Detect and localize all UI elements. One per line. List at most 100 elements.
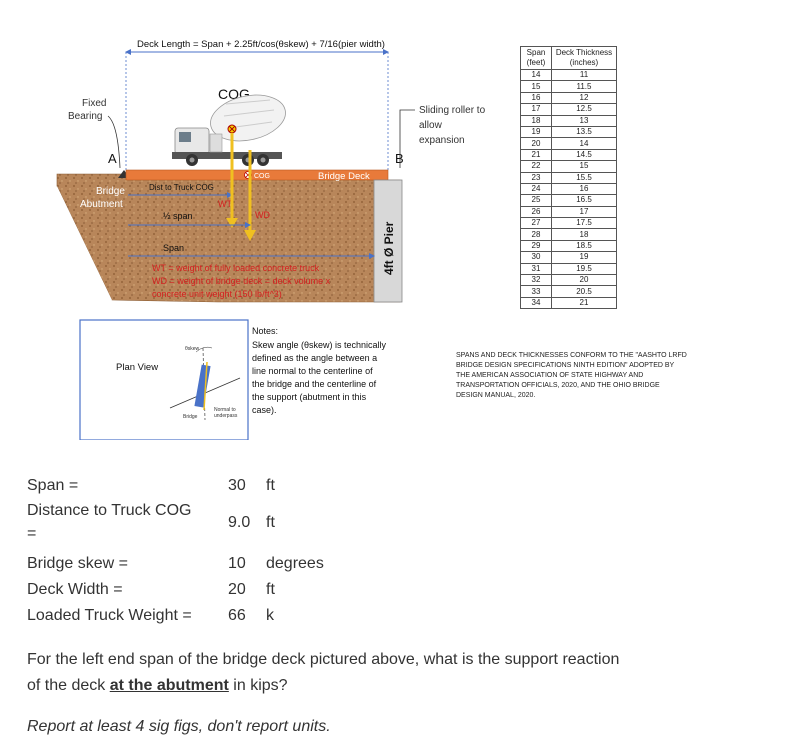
given-dist-unit: ft [266,514,275,531]
given-truck-unit: k [266,607,274,624]
given-dist-label: Distance to Truck COG [27,502,192,519]
thickness-cell: 14.5 [551,148,617,162]
span-cell: 18 [520,114,552,127]
span-label: Span [163,243,184,253]
wd-label: WD [255,210,270,220]
bridge-abutment-label: Bridge [96,186,125,197]
given-truck-label: Loaded Truck Weight = [27,607,192,624]
span-cell: 34 [520,296,552,310]
span-cell: 28 [520,228,552,241]
thickness-cell: 15 [551,160,617,173]
thickness-cell: 18.5 [551,239,617,253]
table-header-thickness: Deck Thickness (inches) [551,46,617,70]
span-cell: 27 [520,217,552,230]
span-cell: 19 [520,125,552,139]
span-cell: 29 [520,239,552,253]
thickness-cell: 15.5 [551,171,617,184]
table-footnote: SPANS AND DECK THICKNESSES CONFORM TO TH… [456,352,687,399]
given-truck-value: 66 [228,607,246,624]
thickness-cell: 20 [551,274,617,287]
pier-column [373,179,403,303]
span-cell: 30 [520,251,552,264]
plan-theta-arc [195,346,213,353]
given-skew-value: 10 [228,555,246,572]
point-b-label: B [395,151,404,166]
span-cell: 24 [520,182,552,196]
span-cell: 17 [520,103,552,116]
span-cell: 15 [520,80,552,93]
thickness-cell: 13.5 [551,125,617,139]
question-line-2: of the deck at the abutment in kips? [27,677,288,694]
span-cell: 23 [520,171,552,184]
bridge-deck-label: Bridge Deck [318,171,370,182]
plan-normal-label: Normal to underpass [214,407,238,419]
thickness-cell: 19 [551,251,617,264]
table-header-span: Span (feet) [520,46,552,70]
given-width-label: Deck Width = [27,581,123,598]
plan-bridge-label: Bridge [183,414,198,420]
thickness-cell: 16.5 [551,194,617,207]
given-skew-unit: degrees [266,555,324,572]
span-cell: 31 [520,262,552,276]
thickness-cell: 19.5 [551,262,617,276]
thickness-cell: 17.5 [551,217,617,230]
given-skew-label: Bridge skew = [27,555,128,572]
thickness-cell: 20.5 [551,285,617,298]
thickness-cell: 11 [551,68,617,82]
question-text: For the left end span of the bridge deck… [27,647,787,699]
thickness-cell: 17 [551,205,617,219]
thickness-cell: 12.5 [551,103,617,116]
dist-to-truck-cog-label: Dist to Truck COG [149,183,214,192]
plan-theta-label: θskew [185,346,200,352]
bridge-abutment-label-2: Abutment [80,199,123,210]
thickness-cell: 16 [551,182,617,196]
given-dist-eq: = [27,525,37,542]
sliding-roller-leader [399,109,415,168]
span-cell: 20 [520,137,552,150]
pier-label: 4ft Ø Pier [382,221,396,275]
question-emphasis: at the abutment [109,677,229,694]
deck-length-formula: Deck Length = Span + 2.25ft/cos(θskew) +… [137,39,385,50]
given-span-label: Span = [27,477,79,494]
notes-text: Notes: Skew angle (θskew) is technically… [252,326,389,415]
instruction-text: Report at least 4 sig figs, don't report… [27,718,331,735]
span-cell: 14 [520,68,552,82]
deck-cog-label: COG [254,173,270,180]
fixed-bearing-label-2: Bearing [68,111,102,122]
thickness-cell: 14 [551,137,617,150]
span-cell: 25 [520,194,552,207]
given-dist-value: 9.0 [228,514,251,531]
table-header-row: Span (feet) Deck Thickness (inches) [520,46,617,70]
span-cell: 22 [520,160,552,173]
span-cell: 21 [520,148,552,162]
plan-view-box [79,319,249,440]
fixed-bearing-leader [107,115,121,169]
half-span-label: ½ span [163,211,193,221]
sliding-roller-label: Sliding roller to allow expansion [419,105,488,146]
given-width-value: 20 [228,581,246,598]
span-cell: 26 [520,205,552,219]
legend-text: WT = weight of fully loaded concrete tru… [152,263,333,299]
span-cell: 16 [520,91,552,105]
point-a-label: A [108,151,117,166]
